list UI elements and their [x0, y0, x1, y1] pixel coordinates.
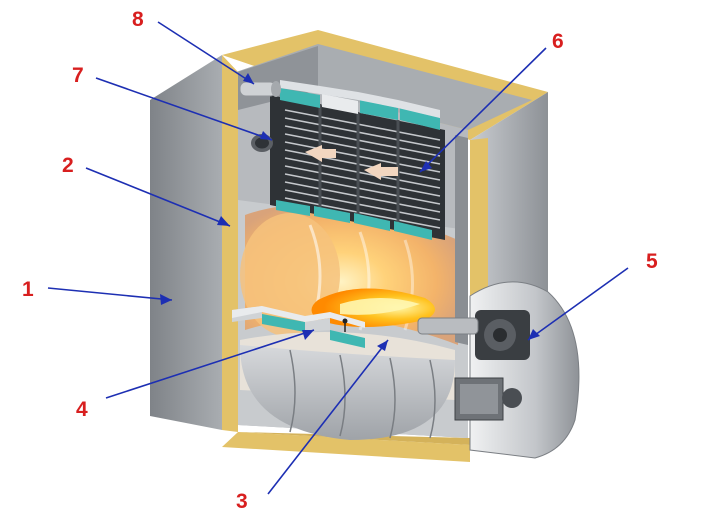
callout-4: 4 — [76, 398, 88, 421]
leader-lines — [47, 21, 629, 495]
heat-exchanger — [270, 80, 445, 240]
leader-line-7 — [95, 77, 273, 141]
callout-7: 7 — [72, 64, 84, 87]
leader-line-4 — [105, 329, 315, 399]
leader-line-3 — [267, 339, 389, 495]
leader-line-5 — [527, 267, 629, 341]
callout-8: 8 — [132, 8, 144, 31]
lower-drum — [240, 332, 455, 440]
rear-divider — [455, 135, 468, 345]
leader-line-2 — [85, 167, 231, 227]
supply-pipe — [239, 81, 281, 97]
leader-line-8 — [157, 21, 255, 85]
burner-assembly — [417, 281, 580, 459]
leader-line-6 — [419, 47, 547, 173]
callout-5: 5 — [646, 250, 658, 273]
leader-line-1 — [47, 287, 173, 301]
lower-turbulators — [232, 306, 365, 348]
callout-3: 3 — [236, 490, 248, 513]
callout-6: 6 — [552, 30, 564, 53]
callout-labels: 1 2 3 4 5 6 7 8 — [22, 8, 659, 514]
callout-2: 2 — [62, 154, 74, 177]
callout-1: 1 — [22, 278, 34, 301]
